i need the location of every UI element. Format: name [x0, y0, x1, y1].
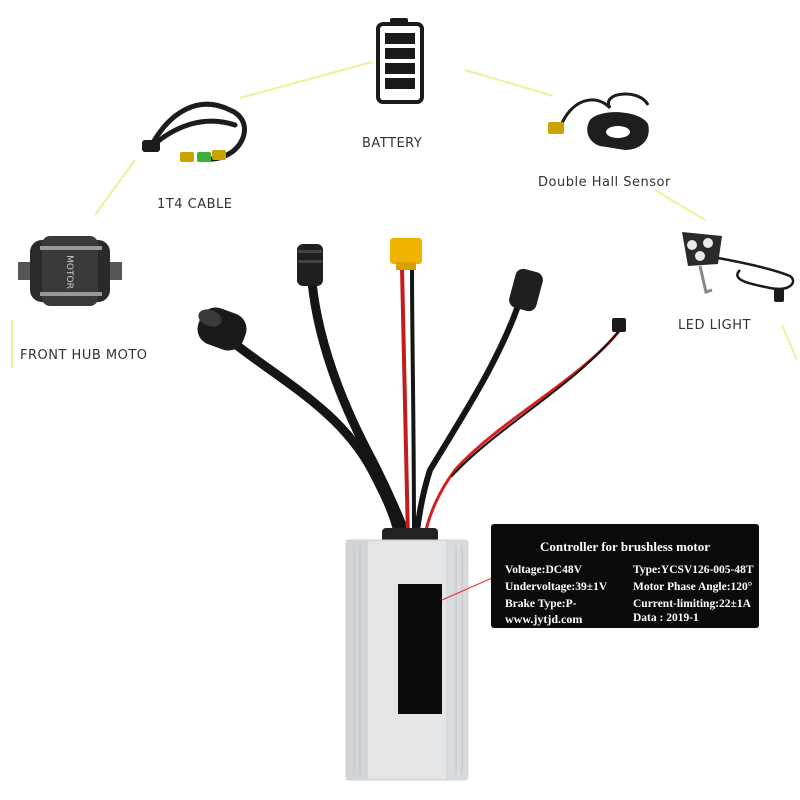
svg-text:MOTOR: MOTOR: [64, 255, 74, 289]
spec-undervoltage: Undervoltage:39±1V: [505, 581, 608, 593]
spec-type: Type:YCSV126-005-48T: [633, 564, 754, 576]
light-label: LED LIGHT: [678, 318, 751, 333]
spec-label-card: Controller for brushless motor Voltage:D…: [491, 524, 759, 628]
spec-current-limiting: Current-limiting:22±1A: [633, 598, 751, 610]
battery-icon: [376, 18, 424, 104]
sensor-label: Double Hall Sensor: [538, 175, 671, 190]
spec-phase-angle: Motor Phase Angle:120°: [633, 581, 753, 593]
motor-label: FRONT HUB MOTO: [20, 348, 148, 363]
cable-bundle-image: [142, 101, 247, 162]
hub-motor-image: MOTOR: [18, 236, 122, 306]
spec-website: www.jytjd.com: [505, 612, 583, 626]
spec-date: Data : 2019-1: [633, 612, 699, 624]
led-light-image: [682, 232, 795, 302]
spec-title: Controller for brushless motor: [539, 539, 711, 554]
hall-sensor-image: [548, 92, 650, 150]
controller-housing: [345, 528, 493, 781]
cable-label: 1T4 CABLE: [157, 197, 233, 212]
connectors: [197, 238, 626, 351]
connection-arc: [11, 61, 798, 368]
spec-brake-type: Brake Type:P-: [505, 598, 577, 610]
spec-voltage: Voltage:DC48V: [505, 564, 582, 576]
controller-wires: [225, 266, 622, 545]
battery-label: BATTERY: [362, 136, 423, 151]
